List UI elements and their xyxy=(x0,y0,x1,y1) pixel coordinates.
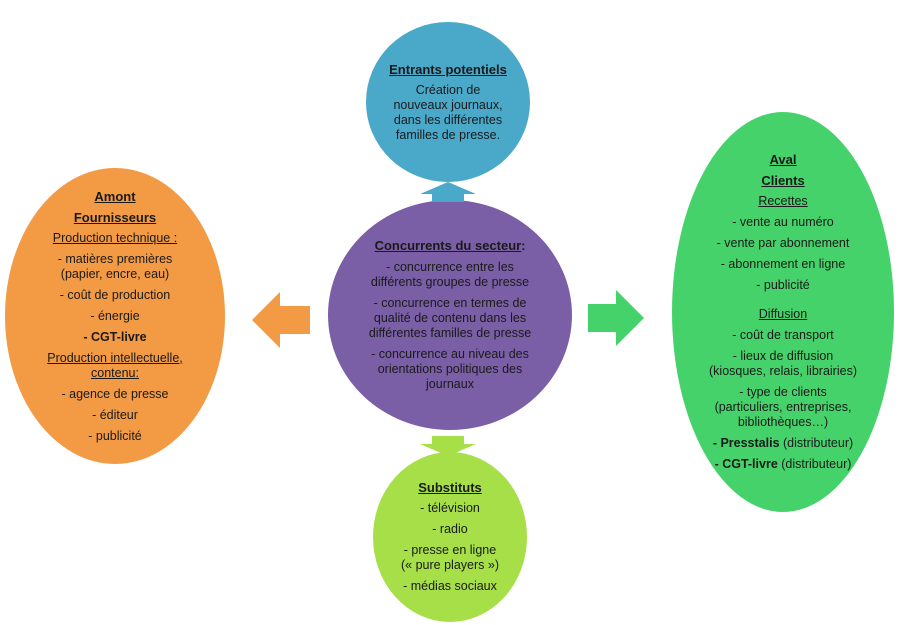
arrow-left-icon xyxy=(252,292,310,348)
substituts-item: - médias sociaux xyxy=(403,579,497,593)
aval-section-recettes: Recettes xyxy=(758,194,808,208)
amont-subtitle: Fournisseurs xyxy=(73,209,157,225)
amont-item: - énergie xyxy=(90,308,140,323)
amont-item: (papier, encre, eau) xyxy=(60,266,170,281)
amont-item: - coût de production xyxy=(59,287,171,302)
aval-item: - coût de transport xyxy=(732,328,834,342)
concurrents-item: - concurrence au niveau des xyxy=(371,347,529,361)
substituts-title: Substituts xyxy=(418,480,482,495)
substituts-bubble: Substituts - télévision - radio - presse… xyxy=(373,452,527,622)
aval-item: - vente par abonnement xyxy=(716,236,850,250)
aval-item: - type de clients xyxy=(739,385,827,399)
aval-presstalis-name: - Presstalis xyxy=(712,436,780,450)
amont-item: - éditeur xyxy=(92,407,138,422)
substituts-item: - radio xyxy=(432,522,468,536)
amont-item: - CGT-livre xyxy=(83,329,147,344)
concurrents-item: différentes familles de presse xyxy=(368,326,532,340)
arrow-up-icon xyxy=(420,182,476,202)
aval-cgt-role: (distributeur) xyxy=(777,457,852,471)
aval-item: (particuliers, entreprises, xyxy=(714,400,852,414)
aval-cgt: - CGT-livre (distributeur) xyxy=(715,457,852,472)
arrow-right-icon xyxy=(588,290,644,346)
aval-title: Aval xyxy=(769,152,797,167)
aval-section-diffusion: Diffusion xyxy=(758,307,808,321)
entrants-title: Entrants potentiels xyxy=(389,61,507,77)
concurrents-item: - concurrence entre les xyxy=(386,260,514,274)
substituts-item: (« pure players ») xyxy=(401,558,499,572)
concurrents-bubble: Concurrents du secteur: - concurrence en… xyxy=(328,200,572,430)
entrants-line: Création de xyxy=(415,82,481,97)
aval-item: - abonnement en ligne xyxy=(720,257,846,271)
aval-item: - lieux de diffusion xyxy=(732,349,834,363)
substituts-item: - presse en ligne xyxy=(403,543,497,557)
amont-item: - publicité xyxy=(88,428,142,443)
aval-presstalis: - Presstalis (distributeur) xyxy=(713,436,853,451)
aval-item: - vente au numéro xyxy=(732,215,834,229)
amont-item: - matières premières xyxy=(57,251,173,266)
amont-section-intellectuelle: Production intellectuelle, xyxy=(47,350,183,365)
entrants-line: familles de presse. xyxy=(395,127,501,142)
concurrents-item: orientations politiques des xyxy=(377,362,523,376)
aval-bubble: Aval Clients Recettes - vente au numéro … xyxy=(672,112,894,512)
entrants-line: dans les différentes xyxy=(393,112,503,127)
aval-subtitle: Clients xyxy=(761,173,805,188)
amont-section-intellectuelle: contenu: xyxy=(91,365,139,380)
amont-title: Amont xyxy=(94,188,136,204)
concurrents-item: journaux xyxy=(426,377,474,391)
entrants-potentiels-bubble: Entrants potentiels Création de nouveaux… xyxy=(366,22,530,182)
amont-section-technique: Production technique : xyxy=(52,230,178,245)
concurrents-title-wrap: Concurrents du secteur: xyxy=(375,238,526,254)
aval-item: - publicité xyxy=(756,278,810,292)
aval-presstalis-role: (distributeur) xyxy=(779,436,854,450)
aval-cgt-name: - CGT-livre xyxy=(714,457,778,471)
concurrents-item: différents groupes de presse xyxy=(370,275,530,289)
concurrents-title: Concurrents du secteur xyxy=(374,238,522,253)
concurrents-item: - concurrence en termes de xyxy=(373,296,527,310)
concurrents-item: qualité de contenu dans les xyxy=(373,311,527,325)
amont-bubble: Amont Fournisseurs Production technique … xyxy=(5,168,225,464)
amont-item: - agence de presse xyxy=(61,386,169,401)
aval-item: bibliothèques…) xyxy=(737,415,829,429)
concurrents-title-colon: : xyxy=(521,239,526,253)
substituts-item: - télévision xyxy=(420,501,480,515)
entrants-line: nouveaux journaux, xyxy=(393,97,503,112)
arrow-down-icon xyxy=(420,436,476,456)
aval-item: (kiosques, relais, librairies) xyxy=(709,364,857,378)
